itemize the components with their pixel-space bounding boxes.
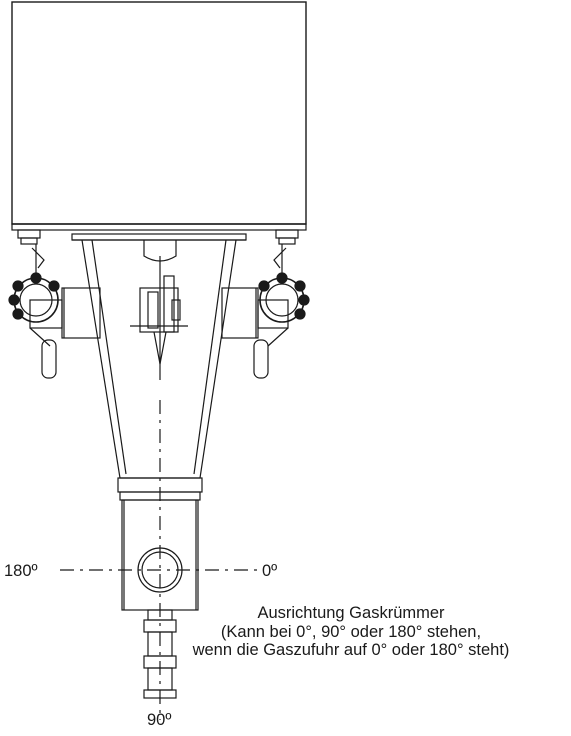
top-enclosure [11, 1, 307, 231]
angle-label-90: 90º [147, 711, 172, 729]
orientation-note: Ausrichtung Gaskrümmer (Kann bei 0°, 90°… [134, 604, 568, 660]
cone-body [81, 239, 237, 501]
clamp-wheel-right [253, 244, 310, 379]
mounting-bolts [17, 229, 299, 245]
note-line-2: (Kann bei 0°, 90° oder 180° stehen, [220, 622, 482, 641]
angle-label-0: 0º [262, 562, 278, 580]
side-pipe-right [221, 287, 289, 339]
note-line-3: wenn die Gaszufuhr auf 0° oder 180° steh… [192, 641, 510, 659]
clamp-wheel-left [8, 244, 60, 379]
central-latch [130, 240, 188, 380]
gas-elbow-fitting [143, 609, 177, 699]
angle-label-180: 180º [4, 562, 38, 580]
note-line-1: Ausrichtung Gaskrümmer [257, 604, 445, 622]
side-pipe-left [29, 287, 101, 339]
